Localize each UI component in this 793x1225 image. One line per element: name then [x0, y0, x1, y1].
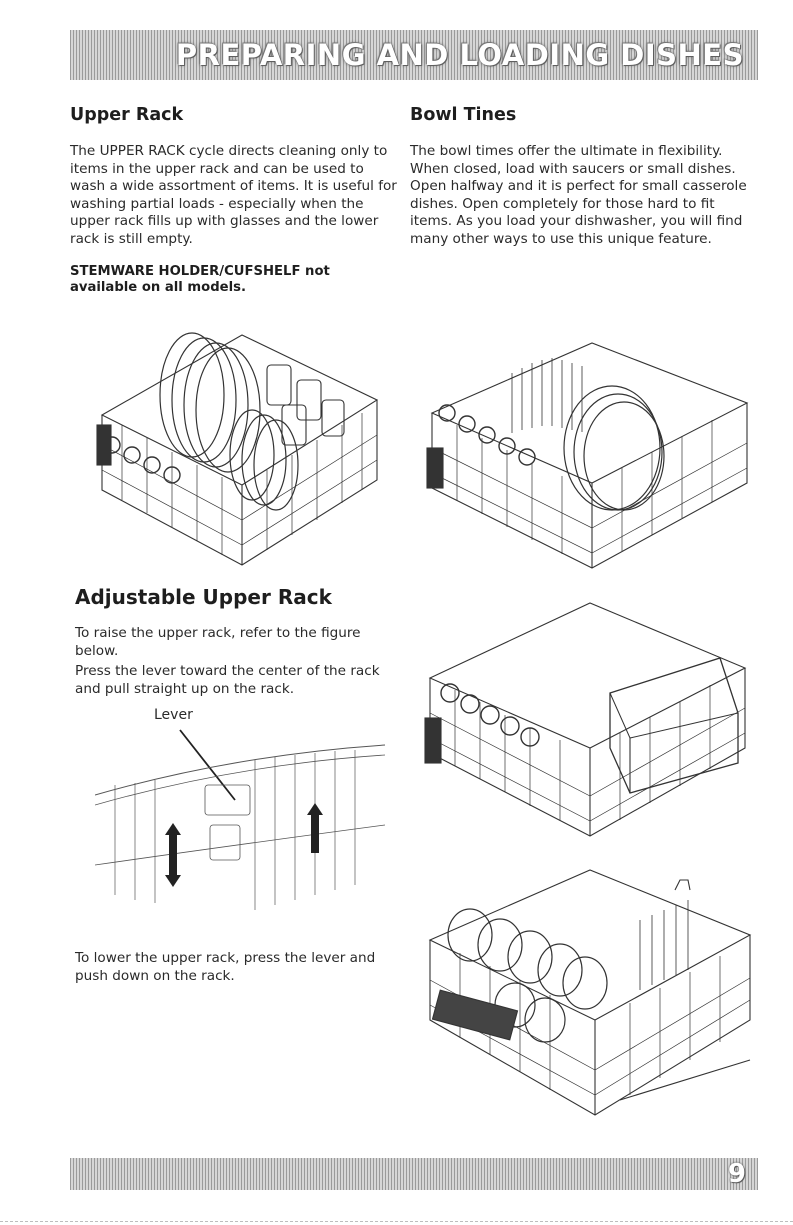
bowl-tines-rack-illustration — [426, 342, 749, 569]
lever-adjustment-illustration — [95, 729, 386, 910]
press-lever-instruction: Press the lever toward the center of the… — [75, 663, 380, 697]
raise-instruction: To raise the upper rack, refer to the fi… — [75, 625, 361, 659]
lower-instruction: To lower the upper rack, press the lever… — [75, 950, 376, 984]
bottom-rule — [0, 1221, 793, 1222]
upper-rack-paragraph: The UPPER RACK cycle directs cleaning on… — [70, 143, 397, 247]
bowl-tines-half-open-illustration — [424, 602, 747, 837]
lever-callout-label: Lever — [154, 707, 193, 723]
footer-band: 9 — [70, 1158, 758, 1190]
page-number: 9 — [727, 1159, 746, 1189]
adjustable-upper-rack-heading: Adjustable Upper Rack — [75, 585, 332, 609]
bowl-tines-heading: Bowl Tines — [410, 105, 517, 125]
upper-rack-with-plates-illustration — [96, 332, 379, 566]
upper-rack-heading: Upper Rack — [70, 105, 184, 125]
header-band: PREPARING AND LOADING DISHES — [70, 30, 758, 80]
stemware-note: STEMWARE HOLDER/CUFSHELF not available o… — [70, 264, 330, 295]
page-heading: PREPARING AND LOADING DISHES — [175, 38, 744, 72]
bowl-tines-paragraph: The bowl times offer the ultimate in fle… — [410, 143, 747, 247]
bowl-tines-fully-open-illustration — [428, 869, 752, 1116]
